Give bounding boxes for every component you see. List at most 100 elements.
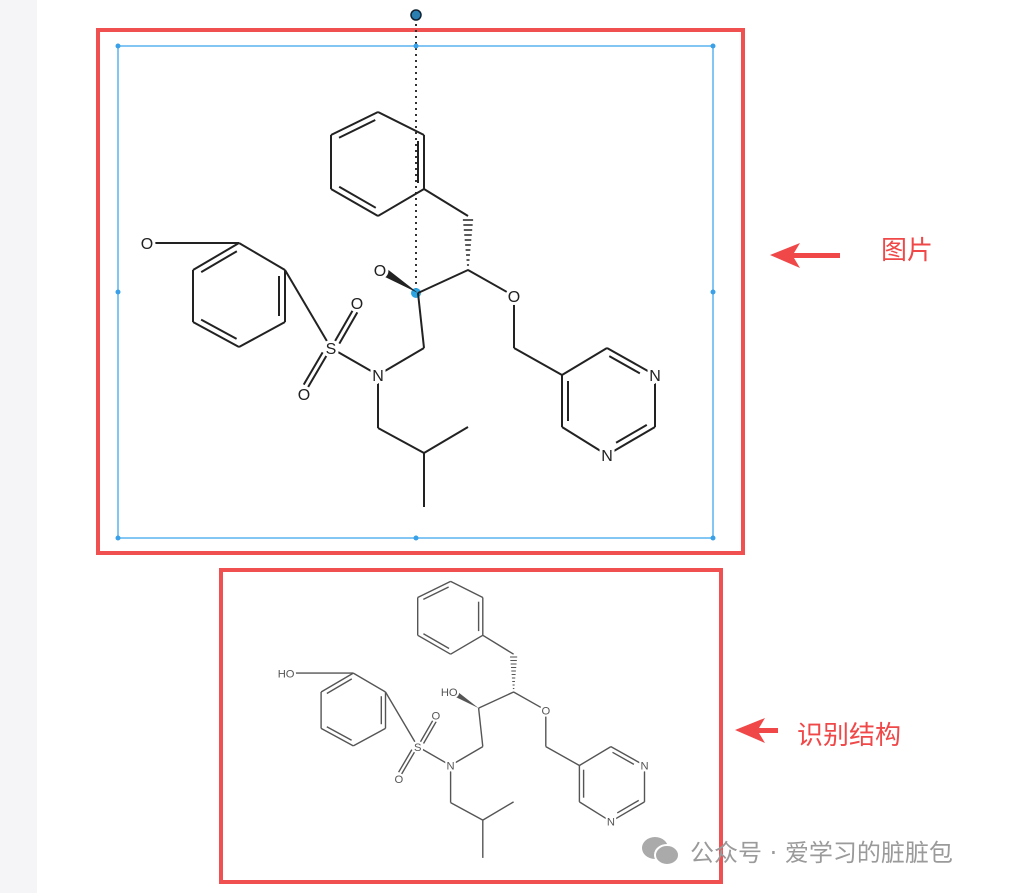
bond — [352, 672, 386, 693]
double-bond — [398, 749, 413, 773]
bond — [377, 427, 425, 454]
resize-handle[interactable] — [413, 535, 419, 541]
atom-label-o_s2: O — [298, 387, 310, 404]
image-frame — [96, 28, 745, 555]
resize-handle[interactable] — [710, 289, 716, 295]
arrow-left-icon — [735, 718, 778, 743]
left-sidebar-strip — [0, 0, 37, 893]
bond — [615, 801, 645, 820]
bond — [450, 634, 484, 655]
bond — [579, 801, 607, 820]
bond — [337, 351, 372, 372]
watermark-text: 公众号 · 爱学习的脏脏包 — [690, 839, 953, 867]
wedge-bond — [454, 690, 479, 709]
bond — [192, 321, 240, 348]
bond — [417, 634, 451, 655]
selection-box[interactable] — [115, 9, 716, 541]
bond — [284, 269, 328, 342]
double-bond — [616, 799, 640, 814]
bond — [545, 745, 580, 767]
atom-label-o_hydroxyl: O — [374, 263, 386, 280]
image-label: 图片 — [881, 236, 934, 266]
atom-label-s: S — [326, 341, 337, 358]
bond — [401, 751, 416, 775]
atom-label-n_pyr1: N — [649, 368, 661, 385]
bond — [417, 269, 469, 294]
bond — [513, 347, 563, 376]
resize-handle[interactable] — [413, 43, 419, 49]
double-bond — [200, 250, 238, 273]
bond — [238, 242, 286, 271]
bond — [419, 719, 434, 743]
atom-label-n: N — [372, 368, 384, 385]
recognized-label: 识别结构 — [797, 721, 902, 751]
wedge-bond — [383, 268, 418, 293]
arrow-image — [770, 243, 840, 268]
atom-label-o_phenol: HO — [278, 668, 295, 680]
resize-handle[interactable] — [710, 535, 716, 541]
watermark: 公众号 · 爱学习的脏脏包 — [640, 833, 953, 868]
atom-label-n: N — [447, 761, 455, 773]
bond — [561, 347, 608, 376]
atom-label-o_hydroxyl: HO — [441, 687, 458, 699]
arrow-recognized — [735, 718, 778, 743]
atom-label-o_s1: O — [432, 710, 441, 722]
bond — [561, 426, 601, 452]
bond — [467, 269, 508, 293]
rotate-handle[interactable] — [410, 9, 422, 21]
wechat-icon — [642, 836, 680, 866]
bond — [606, 347, 649, 372]
resize-handle[interactable] — [115, 43, 121, 49]
double-bond — [608, 355, 641, 375]
bond — [477, 708, 484, 747]
atom-label-n_pyr1: N — [640, 761, 648, 773]
double-bond — [338, 311, 359, 345]
atom-label-s: S — [414, 742, 421, 754]
atom-label-o_s1: O — [351, 296, 363, 313]
atom-label-o_phenol: O — [141, 236, 153, 253]
double-bond — [612, 751, 635, 765]
bond — [320, 672, 354, 693]
bond — [482, 634, 514, 655]
double-bond — [302, 351, 324, 386]
bond — [384, 347, 425, 372]
bond — [192, 242, 240, 271]
double-bond — [422, 721, 437, 744]
bond — [330, 111, 379, 136]
bond — [423, 188, 469, 217]
bond — [238, 321, 286, 348]
bond — [579, 745, 612, 767]
bond — [330, 188, 379, 217]
bond — [610, 745, 640, 764]
bond — [377, 188, 425, 217]
bond — [352, 727, 386, 747]
double-bond — [423, 586, 449, 601]
resize-handle[interactable] — [115, 289, 121, 295]
atom-label-o_s2: O — [394, 774, 403, 786]
atom-label-n_pyr2: N — [607, 817, 615, 829]
double-bond — [200, 318, 238, 340]
atom-label-o_ether: O — [508, 289, 520, 306]
bond — [450, 801, 484, 821]
bond — [334, 309, 354, 342]
bond — [613, 426, 656, 452]
bond — [423, 426, 469, 454]
resize-handle[interactable] — [710, 43, 716, 49]
double-bond — [615, 423, 648, 444]
double-bond — [338, 119, 376, 139]
bond — [450, 580, 484, 599]
atom-label-n_pyr2: N — [601, 448, 613, 465]
double-bond — [326, 678, 353, 695]
atom-label-o_ether: O — [541, 705, 550, 717]
resize-handle[interactable] — [115, 535, 121, 541]
arrow-left-icon — [770, 243, 840, 268]
bond — [320, 727, 354, 747]
bond — [417, 580, 451, 599]
recognized-frame — [219, 568, 723, 884]
bond — [307, 354, 328, 388]
bond — [482, 801, 514, 821]
bond — [478, 691, 514, 709]
